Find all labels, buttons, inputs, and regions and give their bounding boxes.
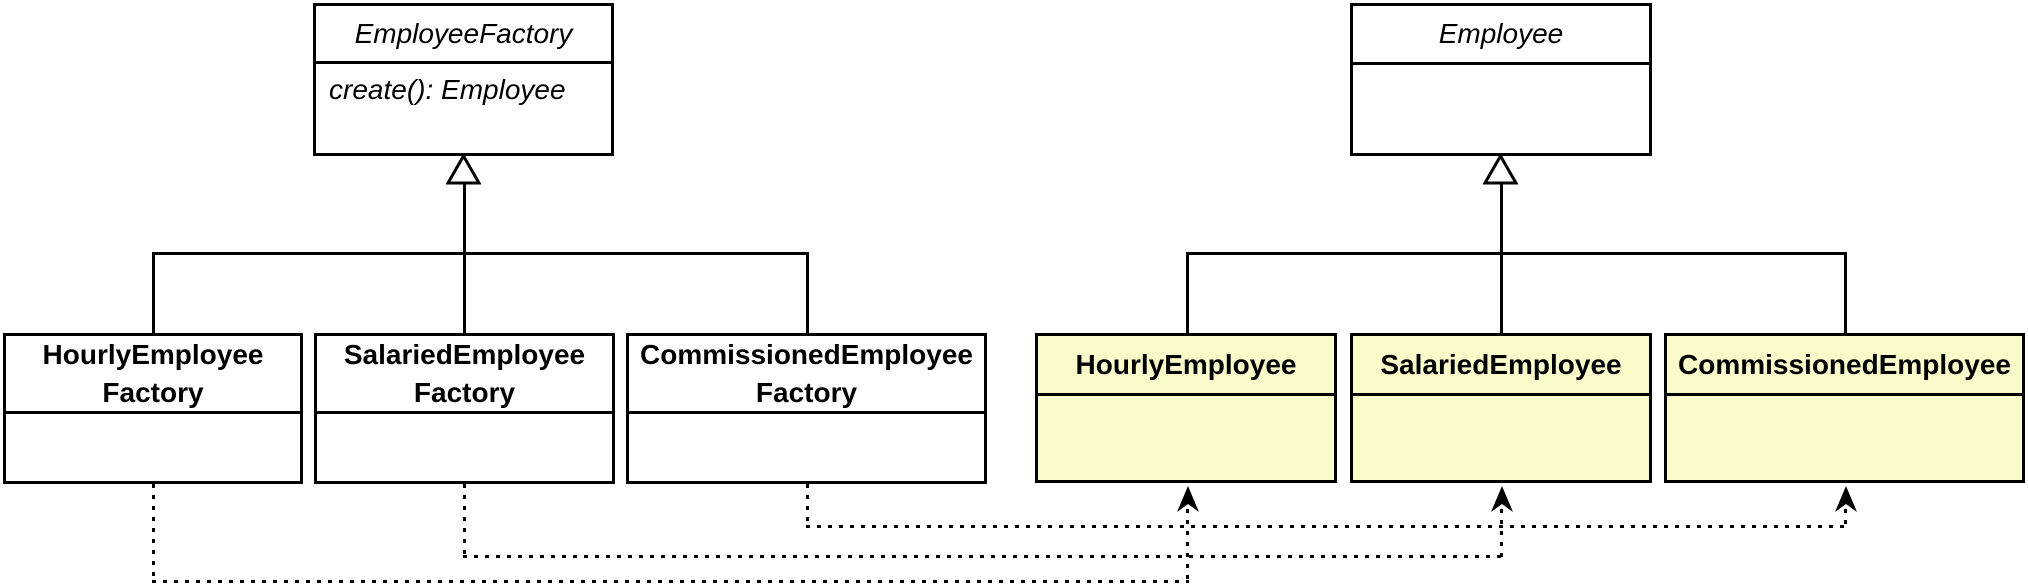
class-title: Employee <box>1353 6 1649 65</box>
class-name: Employee <box>1438 18 1564 49</box>
methods-compartment <box>1038 396 1334 480</box>
class-name: SalariedEmployee <box>1380 348 1622 380</box>
dependency-arrowhead-icon <box>1834 486 1858 518</box>
methods-compartment <box>629 414 984 481</box>
class-box-hourly-employee: HourlyEmployee <box>1035 333 1337 483</box>
class-box-commissioned-employee-factory: CommissionedEmployee Factory <box>626 333 987 484</box>
generalization-stem-right <box>1500 183 1503 333</box>
dependency-hourly-line <box>1186 509 1189 583</box>
generalization-branch-commissioned-factory <box>806 252 809 333</box>
methods-compartment <box>1667 396 2022 480</box>
class-name-line2: Factory <box>413 376 516 408</box>
class-name: CommissionedEmployee <box>1678 348 2011 380</box>
generalization-bus-left <box>152 252 809 255</box>
method-label: create(): Employee <box>329 74 566 105</box>
methods-compartment: create(): Employee <box>316 64 611 153</box>
class-title: CommissionedEmployee <box>1667 336 2022 396</box>
methods-compartment <box>1353 396 1649 480</box>
class-title: EmployeeFactory <box>316 6 611 64</box>
class-title: SalariedEmployee Factory <box>317 336 612 414</box>
methods-compartment <box>6 414 300 481</box>
class-box-employee-factory: EmployeeFactory create(): Employee <box>313 3 614 156</box>
methods-compartment <box>1353 65 1649 153</box>
dependency-commissioned-line <box>1844 509 1847 528</box>
generalization-branch-hourly-employee <box>1186 252 1189 333</box>
dependency-arrowhead-icon <box>1490 486 1514 518</box>
dependency-commissioned-line <box>806 484 809 526</box>
class-title: SalariedEmployee <box>1353 336 1649 396</box>
class-name-line2: Factory <box>755 376 858 408</box>
class-name-line1: CommissionedEmployee <box>640 338 973 370</box>
dependency-commissioned-line <box>806 525 1846 528</box>
methods-compartment <box>317 414 612 481</box>
class-name: EmployeeFactory <box>354 17 573 49</box>
generalization-stem-left <box>463 183 466 333</box>
generalization-triangle-icon <box>445 152 482 190</box>
dependency-hourly-line <box>152 484 155 581</box>
generalization-branch-hourly-factory <box>152 252 155 333</box>
class-title: HourlyEmployee <box>1038 336 1334 396</box>
generalization-bus-right <box>1186 252 1847 255</box>
class-box-hourly-employee-factory: HourlyEmployee Factory <box>3 333 303 484</box>
class-name: HourlyEmployee <box>1075 348 1297 380</box>
class-title: HourlyEmployee Factory <box>6 336 300 414</box>
dependency-salaried-line <box>1500 509 1503 558</box>
generalization-branch-commissioned-employee <box>1844 252 1847 333</box>
dependency-salaried-line <box>463 484 466 556</box>
dependency-salaried-line <box>463 555 1502 558</box>
class-title: CommissionedEmployee Factory <box>629 336 984 414</box>
class-box-salaried-employee: SalariedEmployee <box>1350 333 1652 483</box>
class-name-line1: HourlyEmployee <box>42 338 264 370</box>
generalization-triangle-icon <box>1482 152 1519 190</box>
class-box-salaried-employee-factory: SalariedEmployee Factory <box>314 333 615 484</box>
dependency-hourly-line <box>152 580 1189 583</box>
class-box-commissioned-employee: CommissionedEmployee <box>1664 333 2025 483</box>
class-name-line2: Factory <box>102 376 204 408</box>
class-name-line1: SalariedEmployee <box>343 338 586 370</box>
class-box-employee: Employee <box>1350 3 1652 156</box>
dependency-arrowhead-icon <box>1176 486 1200 518</box>
